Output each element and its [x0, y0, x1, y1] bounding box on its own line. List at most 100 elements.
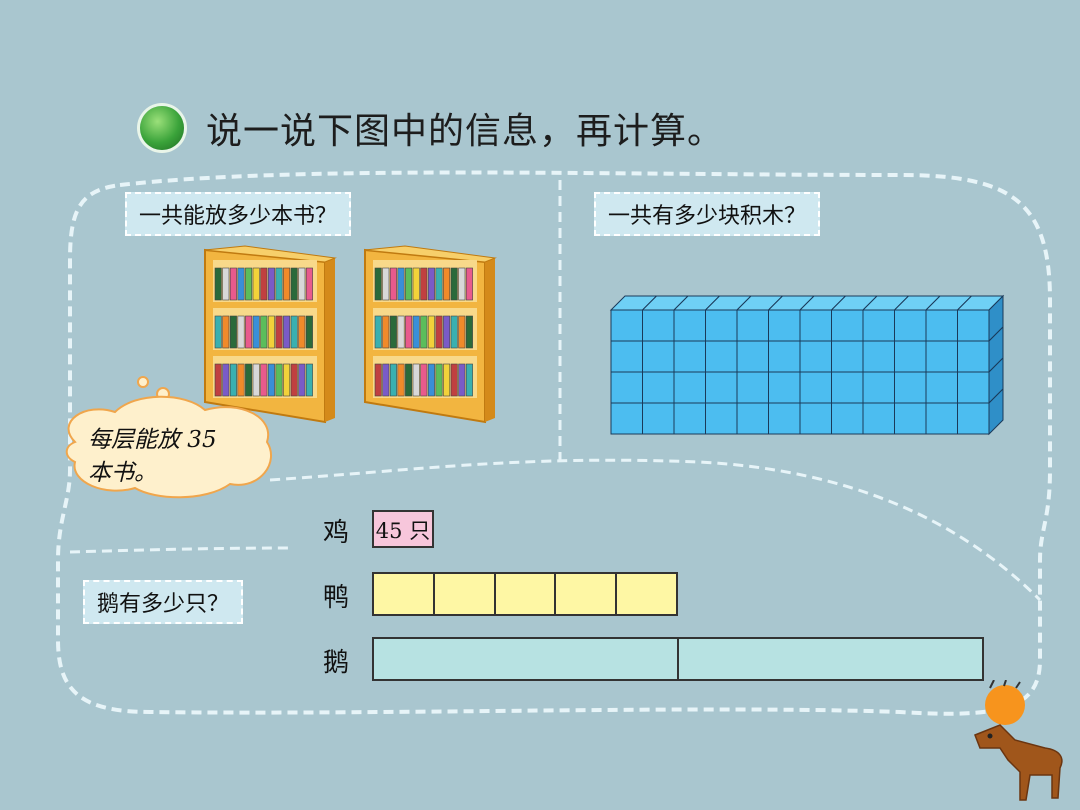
block	[610, 371, 643, 404]
bookshelf-illustration-2	[364, 245, 497, 424]
block	[925, 309, 958, 342]
chicken-label: 鸡	[323, 518, 350, 548]
book	[465, 363, 473, 397]
book	[267, 315, 275, 349]
book	[397, 315, 405, 349]
book	[229, 267, 237, 301]
book	[443, 363, 451, 397]
book	[450, 315, 458, 349]
block	[799, 371, 832, 404]
block	[894, 309, 927, 342]
book	[450, 267, 458, 301]
book	[298, 315, 306, 349]
book	[382, 267, 390, 301]
block	[799, 402, 832, 435]
block	[642, 371, 675, 404]
block	[673, 402, 706, 435]
book	[275, 315, 283, 349]
book	[252, 363, 260, 397]
title-text: 说一说下图中的信息，再计算。	[206, 111, 725, 152]
block	[862, 340, 895, 373]
question-geese: 鹅有多少只？	[83, 580, 244, 624]
bubble-line-1: 每层能放 35	[88, 427, 217, 453]
block	[925, 340, 958, 373]
book	[245, 267, 253, 301]
page-title: 说一说下图中的信息，再计算。	[140, 100, 724, 156]
book	[290, 315, 298, 349]
book	[405, 363, 413, 397]
block	[831, 340, 864, 373]
block	[705, 371, 738, 404]
block	[957, 340, 990, 373]
block	[705, 309, 738, 342]
book	[298, 363, 306, 397]
book	[305, 315, 313, 349]
block	[799, 340, 832, 373]
book	[374, 363, 382, 397]
block	[957, 402, 990, 435]
book	[374, 315, 382, 349]
book	[305, 363, 313, 397]
block	[642, 402, 675, 435]
question-blocks: 一共有多少块积木？	[594, 192, 821, 236]
duck-bar-segment	[496, 574, 557, 614]
block	[610, 402, 643, 435]
question-books: 一共能放多少本书？	[125, 192, 352, 236]
book	[465, 267, 473, 301]
block	[894, 371, 927, 404]
block	[831, 402, 864, 435]
bubble-text: 每层能放 35 本书。	[88, 424, 268, 490]
book	[435, 363, 443, 397]
book	[229, 315, 237, 349]
book	[412, 315, 420, 349]
duck-label: 鸭	[323, 583, 350, 613]
goose-bar	[372, 637, 984, 681]
book	[412, 267, 420, 301]
book	[298, 267, 306, 301]
book	[412, 363, 420, 397]
book	[382, 315, 390, 349]
book	[245, 315, 253, 349]
book	[443, 315, 451, 349]
book	[245, 363, 253, 397]
book	[420, 315, 428, 349]
book	[389, 267, 397, 301]
thought-bubble	[65, 376, 273, 499]
block	[768, 371, 801, 404]
block	[673, 309, 706, 342]
block	[736, 309, 769, 342]
goose-label: 鹅	[323, 648, 350, 678]
green-circle-icon	[140, 106, 184, 150]
book	[222, 315, 230, 349]
book	[427, 363, 435, 397]
block	[610, 340, 643, 373]
block	[768, 402, 801, 435]
block	[894, 402, 927, 435]
block	[925, 402, 958, 435]
block	[768, 340, 801, 373]
book	[389, 315, 397, 349]
book	[229, 363, 237, 397]
block	[862, 371, 895, 404]
book	[222, 363, 230, 397]
block	[831, 371, 864, 404]
block	[705, 402, 738, 435]
book	[260, 363, 268, 397]
chicken-count-box: 45 只	[372, 510, 434, 548]
duck-bar-segment	[374, 574, 435, 614]
block	[610, 309, 643, 342]
block	[862, 402, 895, 435]
block	[768, 309, 801, 342]
book	[283, 267, 291, 301]
book	[252, 315, 260, 349]
book	[267, 363, 275, 397]
book	[214, 267, 222, 301]
block-stack-illustration	[609, 294, 1005, 436]
book	[450, 363, 458, 397]
book	[443, 267, 451, 301]
book	[458, 315, 466, 349]
block	[736, 340, 769, 373]
book	[465, 315, 473, 349]
book	[237, 315, 245, 349]
